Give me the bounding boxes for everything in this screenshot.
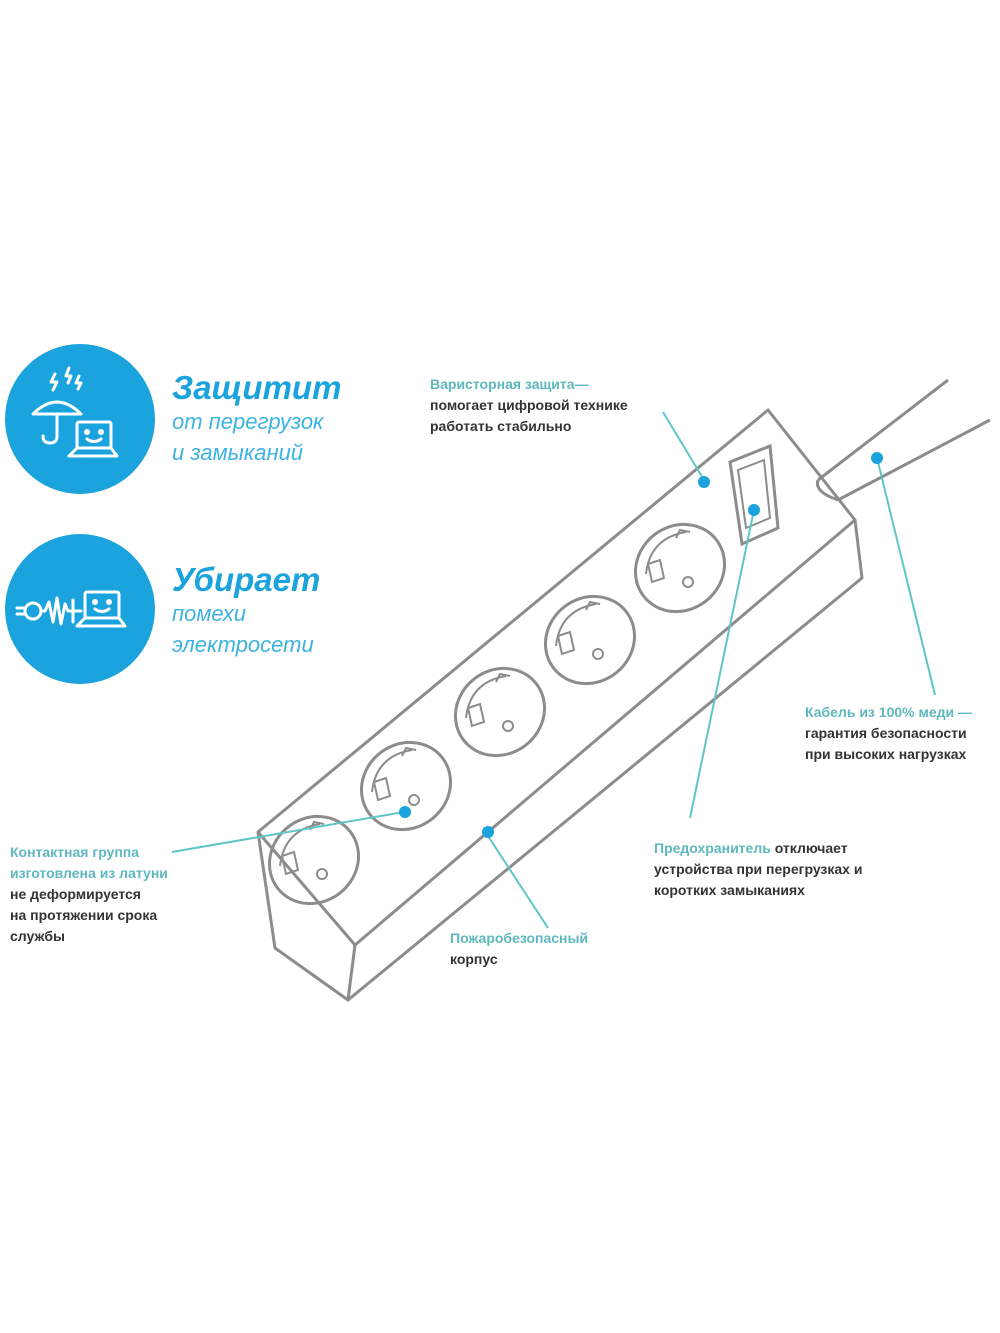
leader-dot-contacts [399,806,411,818]
leader-dot-cable [871,452,883,464]
callout-line: коротких замыканиях [654,882,805,898]
power-switch [728,443,780,547]
leader-varistor [662,411,705,481]
feature-badge-noise [5,534,155,684]
feature-line: и замыканий [172,440,304,465]
callout-line: не деформируется [10,886,141,902]
callout-line: помогает цифровой технике [430,397,628,413]
callout-dash: — [954,704,973,720]
leader-housing [487,835,549,929]
callout-highlight: изготовлена из латуни [10,865,168,881]
callout-cable: Кабель из 100% меди — гарантия безопасно… [805,702,972,765]
feature-line: помехи [172,601,246,626]
strip-side-face [256,831,357,1002]
callout-line: гарантия безопасности [805,725,967,741]
socket-group [267,522,727,906]
callout-line: работать стабильно [430,418,572,434]
callout-line: устройства при перегрузках и [654,861,863,877]
socket-3 [453,666,547,758]
strip-bottom-edge [347,519,864,1002]
leader-cable [877,461,936,696]
callout-rest: отключает [770,840,848,856]
callout-housing: Пожаробезопасный корпус [450,928,588,970]
callout-highlight: Кабель из 100% меди [805,704,955,720]
callout-highlight: Варисторная защита [430,376,575,392]
leader-dot-varistor [698,476,710,488]
callout-line: корпус [450,951,498,967]
callout-highlight: Пожаробезопасный [450,930,589,946]
leader-contacts [171,811,405,853]
cable-sleeve [815,479,839,502]
feature-protection: Защитит от перегрузок и замыканий [172,370,341,468]
umbrella-shield-laptop-icon [31,366,119,458]
feature-line: от перегрузок [172,409,324,434]
cable-outline [817,378,991,502]
callout-highlight: Предохранитель [654,840,771,856]
leader-dot-fuse [748,504,760,516]
feature-heading: Убирает [172,561,321,598]
socket-1 [267,814,361,906]
callout-line: на протяжении срока [10,907,158,923]
feature-noise: Убирает помехи электросети [172,562,320,660]
callout-fuse: Предохранитель отключает устройства при … [654,838,862,901]
leader-dot-housing [482,826,494,838]
callout-varistor: Варисторная защита— помогает цифровой те… [430,374,628,437]
callout-line: при высоких нагрузках [805,746,967,762]
callout-dash: — [574,376,589,392]
plug-noise-laptop-icon [15,590,127,628]
socket-4 [543,594,637,686]
feature-line: электросети [172,632,314,657]
callout-line: службы [10,928,65,944]
callout-contacts: Контактная группа изготовлена из латуни … [10,842,168,947]
socket-2 [359,740,453,832]
feature-badge-protection [5,344,155,494]
socket-5 [633,522,727,614]
callout-highlight: Контактная группа [10,844,140,860]
feature-heading: Защитит [172,369,342,406]
leader-fuse [689,509,755,819]
